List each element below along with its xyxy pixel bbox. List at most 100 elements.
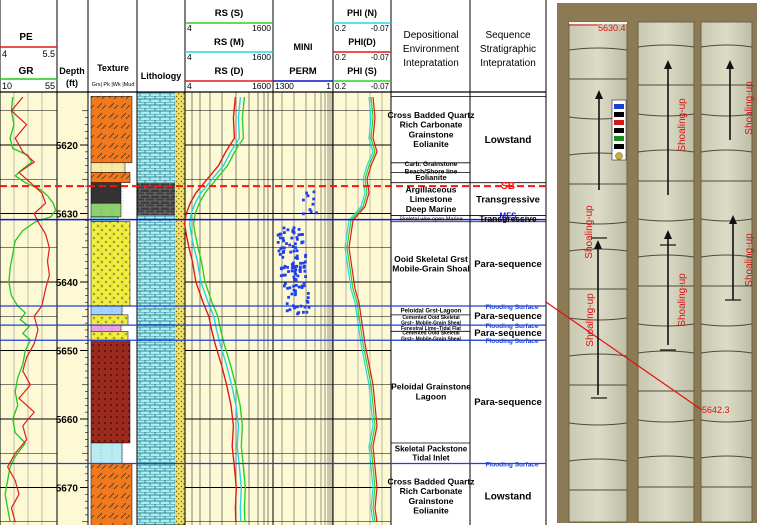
- shoaling-up-label: Shoaling-up: [584, 205, 595, 259]
- perm-point: [312, 190, 316, 194]
- scale-bar-swatch: [614, 136, 624, 141]
- shoaling-arrow-head: [594, 240, 602, 249]
- texture-bed: [90, 202, 122, 218]
- perm-point: [282, 266, 286, 270]
- texture-bed: [90, 221, 131, 307]
- core-link-line: [545, 301, 703, 411]
- texture-bed: [90, 96, 133, 164]
- perm-point: [281, 255, 285, 259]
- texture-bed: [90, 324, 122, 332]
- environment-label: Cross Badded Quartz: [388, 110, 475, 120]
- perm-point: [293, 270, 297, 274]
- perm-point: [294, 279, 298, 282]
- perm-point: [286, 286, 289, 290]
- depth-tick-label: 5660: [56, 415, 79, 426]
- pe-header-label: PE: [19, 32, 33, 43]
- texture-header-sub: Grs| Pk |Wk |Mud: [92, 82, 135, 88]
- texture-bed: [90, 305, 123, 316]
- core-fracture: [700, 44, 753, 48]
- lithology-limestone: [137, 92, 175, 525]
- perm-point: [285, 242, 288, 245]
- perm-point: [286, 266, 289, 269]
- perm-point: [315, 211, 318, 215]
- shoaling-up-label: Shoaling-up: [677, 98, 688, 152]
- sequence-label: Para-sequence: [474, 328, 542, 339]
- perm-point: [294, 283, 298, 287]
- perm-point: [283, 273, 287, 277]
- core-fracture: [700, 323, 753, 327]
- perm-point: [295, 236, 299, 239]
- environment-label: Limestone: [410, 194, 453, 204]
- perm-point: [290, 266, 294, 270]
- environment-label: Grst– Mobile-Grain Sheal: [401, 336, 461, 342]
- perm-point: [288, 243, 292, 247]
- core-fracture: [568, 458, 628, 462]
- environment-label: Mobile-Grain Shoal: [392, 264, 469, 274]
- perm-header-label: PERM: [289, 66, 317, 77]
- rs-s-header-min: 4: [187, 23, 192, 33]
- core-fracture: [568, 47, 628, 51]
- environment-track: [391, 92, 470, 525]
- phi-s-header-label: PHI (S): [347, 66, 377, 76]
- texture-bed: [90, 331, 129, 341]
- perm-point: [297, 228, 301, 231]
- rs-m-header-min: 4: [187, 52, 192, 62]
- environment-label: Tidal Inlet: [412, 454, 450, 463]
- perm-point: [300, 284, 304, 288]
- pe-header-min: 4: [2, 49, 7, 59]
- depth-tick-label: 5620: [56, 141, 79, 152]
- perm-point: [294, 272, 297, 276]
- core-fracture: [700, 218, 753, 222]
- perm-point: [290, 263, 294, 266]
- perm-point: [290, 292, 294, 296]
- core-bottom-depth: 5642.3: [702, 405, 730, 415]
- dep-env-header-line: Environment: [403, 44, 459, 55]
- gr-header-min: 10: [2, 81, 12, 91]
- sb-label: SB: [501, 181, 515, 192]
- perm-point: [312, 197, 316, 201]
- shoaling-arrow-head: [595, 90, 603, 99]
- perm-point: [294, 242, 297, 246]
- core-fracture: [637, 419, 695, 423]
- perm-point: [297, 233, 301, 237]
- perm-point: [283, 231, 286, 234]
- phi-s-header-max: -0.07: [371, 82, 390, 91]
- perm-point: [311, 202, 315, 206]
- shoaling-arrow-head: [664, 60, 672, 69]
- perm-point: [306, 292, 310, 295]
- environment-label: Argillaceous: [405, 184, 456, 194]
- texture-bed: [90, 162, 126, 173]
- shoaling-up-label: Shoaling-up: [744, 81, 755, 135]
- phi-s-header-min: 0.2: [335, 82, 347, 91]
- depth-tick-label: 5640: [56, 278, 79, 289]
- perm-point: [278, 253, 282, 256]
- shoaling-up-label: Shoaling-up: [677, 273, 688, 327]
- texture-bed: [90, 172, 131, 183]
- perm-point: [297, 311, 301, 314]
- environment-label: Eolianite: [413, 139, 449, 149]
- environment-label: Cemented Ooid Skeletal: [402, 331, 460, 337]
- perm-point: [305, 310, 309, 314]
- perm-point: [299, 261, 302, 265]
- perm-point: [294, 292, 297, 296]
- perm-point: [293, 265, 297, 269]
- perm-point: [292, 284, 295, 288]
- perm-point: [282, 284, 286, 288]
- rs-m-curve: [188, 97, 243, 522]
- perm-point: [294, 268, 298, 272]
- core-fracture: [568, 221, 628, 225]
- perm-point: [277, 249, 281, 253]
- rs-s-header-max: 1600: [252, 23, 271, 33]
- rs-s-curve: [192, 97, 247, 522]
- texture-bed: [90, 314, 129, 326]
- environment-label: Skeletal Packstone: [395, 444, 468, 453]
- perm-point: [292, 226, 296, 230]
- core-fracture: [700, 113, 753, 117]
- perm-point: [293, 278, 296, 281]
- rs-s-header-label: RS (S): [215, 8, 244, 19]
- sequence-label: Lowstand: [485, 492, 532, 503]
- perm-point: [298, 269, 302, 272]
- perm-point: [296, 257, 299, 260]
- perm-point: [279, 236, 282, 240]
